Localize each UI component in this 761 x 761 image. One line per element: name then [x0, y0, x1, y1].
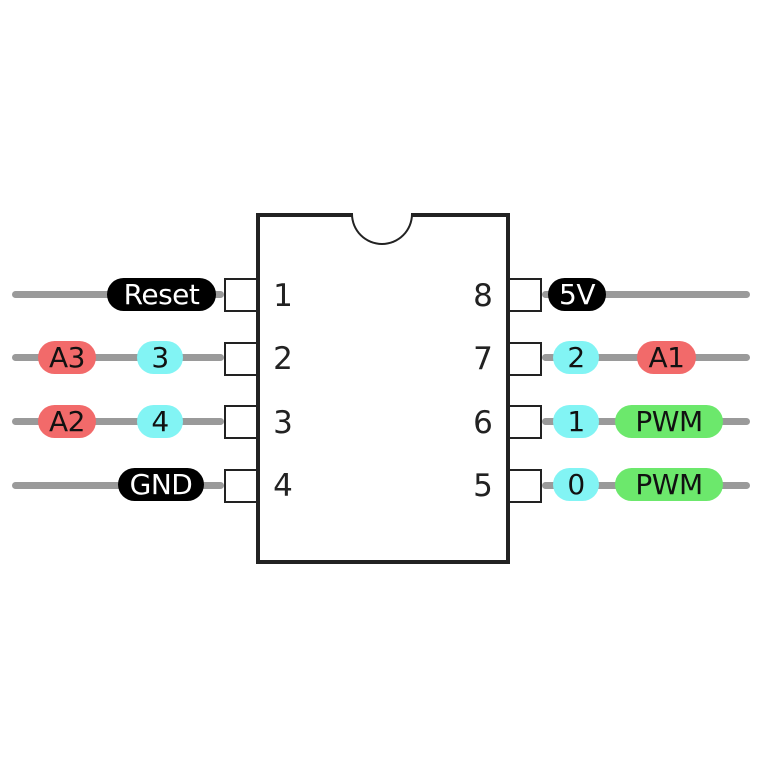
- label-5v: 5V: [548, 278, 606, 311]
- pin-number-2: 2: [273, 341, 293, 377]
- label-analog-a2: A2: [38, 405, 96, 438]
- label-pwm-pin-5: PWM: [615, 468, 723, 501]
- chip-body: [256, 213, 510, 564]
- label-digital-2: 2: [553, 341, 599, 374]
- label-reset: Reset: [107, 278, 216, 311]
- wire-pin-8: [542, 291, 750, 298]
- pad-pin-6: [508, 405, 542, 439]
- pin-number-6: 6: [473, 405, 493, 441]
- wire-pin-3: [12, 418, 224, 425]
- wire-pin-2: [12, 354, 224, 361]
- pin-number-1: 1: [273, 278, 293, 314]
- pin-number-8: 8: [473, 278, 493, 314]
- pin-number-3: 3: [273, 405, 293, 441]
- label-digital-1: 1: [553, 405, 599, 438]
- label-digital-3: 3: [137, 341, 183, 374]
- pin-number-5: 5: [473, 468, 493, 504]
- pad-pin-5: [508, 469, 542, 503]
- pad-pin-3: [224, 405, 258, 439]
- label-analog-a3: A3: [38, 341, 96, 374]
- pad-pin-7: [508, 342, 542, 376]
- label-analog-a1: A1: [637, 341, 696, 374]
- pad-pin-1: [224, 278, 258, 312]
- pad-pin-8: [508, 278, 542, 312]
- label-digital-4: 4: [137, 405, 183, 438]
- label-pwm-pin-6: PWM: [615, 405, 723, 438]
- label-gnd: GND: [118, 468, 204, 501]
- pad-pin-2: [224, 342, 258, 376]
- pad-pin-4: [224, 469, 258, 503]
- pin-number-7: 7: [473, 341, 493, 377]
- label-digital-0: 0: [553, 468, 599, 501]
- pin-number-4: 4: [273, 468, 293, 504]
